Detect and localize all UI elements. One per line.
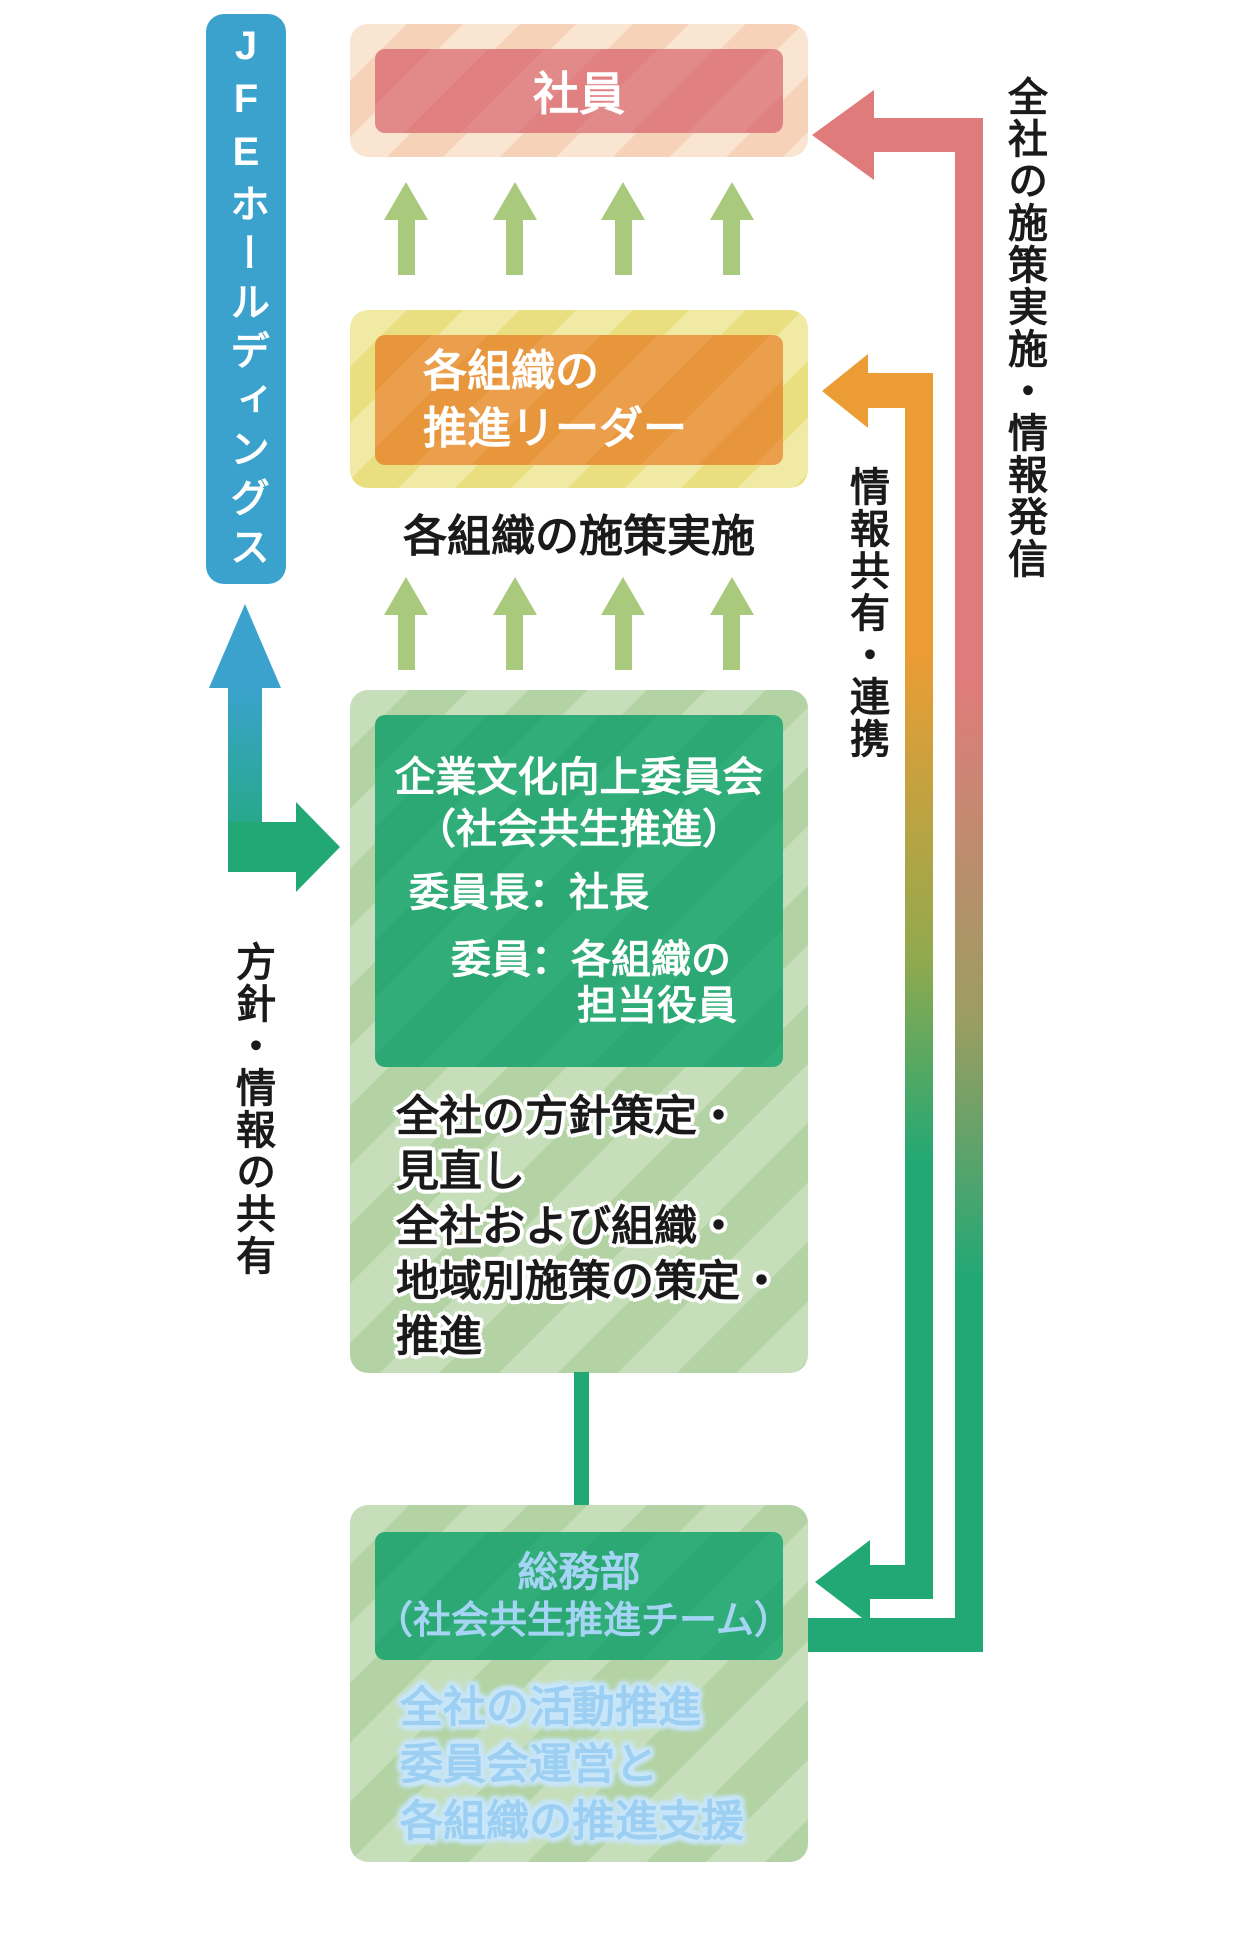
committee-chair-label: 委員長：社長 <box>409 871 649 915</box>
committee-secretariat-connector-line <box>574 1372 589 1506</box>
committee-box-inner: 企業文化向上委員会 （社会共生推進） 委員長：社長 委員：各組織の 担当役員 <box>375 715 783 1067</box>
secretariat-description-line: 各組織の推進支援 <box>400 1798 744 1846</box>
secretariat-title-line1: 総務部 <box>517 1549 641 1595</box>
secretariat-description-line: 全社の活動推進 <box>400 1684 701 1732</box>
employees-label: 社員 <box>533 68 625 120</box>
committee-description-line: 全社および組織・ <box>396 1203 740 1251</box>
up-arrow-icon <box>709 577 754 670</box>
employees-box-inner: 社員 <box>375 49 783 133</box>
implementation-arrow-head-icon <box>812 90 874 180</box>
secretariat-description-line: 委員会運営と <box>400 1741 658 1789</box>
implementation-arrow-bottom-shaft <box>808 1618 983 1652</box>
up-arrow-icon <box>709 182 754 275</box>
up-arrow-icon <box>492 182 537 275</box>
up-arrow-icon <box>384 577 429 670</box>
up-arrows-row-top <box>352 182 786 275</box>
committee-members-label-line2: 担当役員 <box>577 984 737 1028</box>
holding-company-bar: JFEホールディングス <box>206 14 286 584</box>
committee-description-line: 全社の方針策定・ <box>396 1093 740 1141</box>
committee-title-line2: （社会共生推進） <box>415 806 743 852</box>
committee-description-line: 見直し <box>396 1148 525 1196</box>
secretariat-title-line2: （社会共生推進チーム） <box>375 1600 792 1642</box>
policy-share-arrow-right-head-icon <box>296 802 340 892</box>
up-arrow-icon <box>601 577 646 670</box>
up-arrow-icon <box>601 182 646 275</box>
promotion-leaders-label-line1: 各組織の <box>423 347 599 396</box>
promotion-leaders-box-inner: 各組織の 推進リーダー <box>375 335 783 465</box>
committee-members-label-line1: 委員：各組織の <box>451 938 731 982</box>
promotion-leaders-label-line2: 推進リーダー <box>423 404 687 453</box>
implementation-label: 全社の施策実施・情報発信 <box>1002 76 1046 580</box>
org-implementation-label: 各組織の施策実施 <box>403 512 755 561</box>
committee-description: 全社の方針策定・ 見直し 全社および組織・ 地域別施策の策定・ 推進 <box>396 1090 796 1365</box>
implementation-arrow-vertical-shaft <box>955 118 983 1652</box>
info-share-arrow-vertical-shaft <box>905 373 933 1565</box>
policy-share-arrow-horizontal-shaft <box>228 822 298 872</box>
up-arrows-row-bottom <box>352 577 786 670</box>
secretariat-box-inner: 総務部 （社会共生推進チーム） <box>375 1532 792 1660</box>
up-arrow-icon <box>384 182 429 275</box>
secretariat-description: 全社の活動推進 委員会運営と 各組織の推進支援 <box>400 1680 800 1851</box>
info-share-arrow-bottom-shaft <box>868 1565 933 1599</box>
holding-company-label: JFEホールディングス <box>224 23 268 575</box>
info-share-arrow-left-head-icon <box>822 354 868 428</box>
committee-title-line1: 企業文化向上委員会 <box>394 754 764 800</box>
committee-description-line: 推進 <box>396 1313 482 1361</box>
committee-description-line: 地域別施策の策定・ <box>396 1258 783 1306</box>
info-share-arrow-bottom-head-icon <box>815 1540 870 1624</box>
info-share-label: 情報共有・連携 <box>844 466 888 760</box>
policy-share-arrow-up-head-icon <box>209 604 281 688</box>
up-arrow-icon <box>492 577 537 670</box>
policy-share-label: 方針・情報の共有 <box>230 941 274 1277</box>
